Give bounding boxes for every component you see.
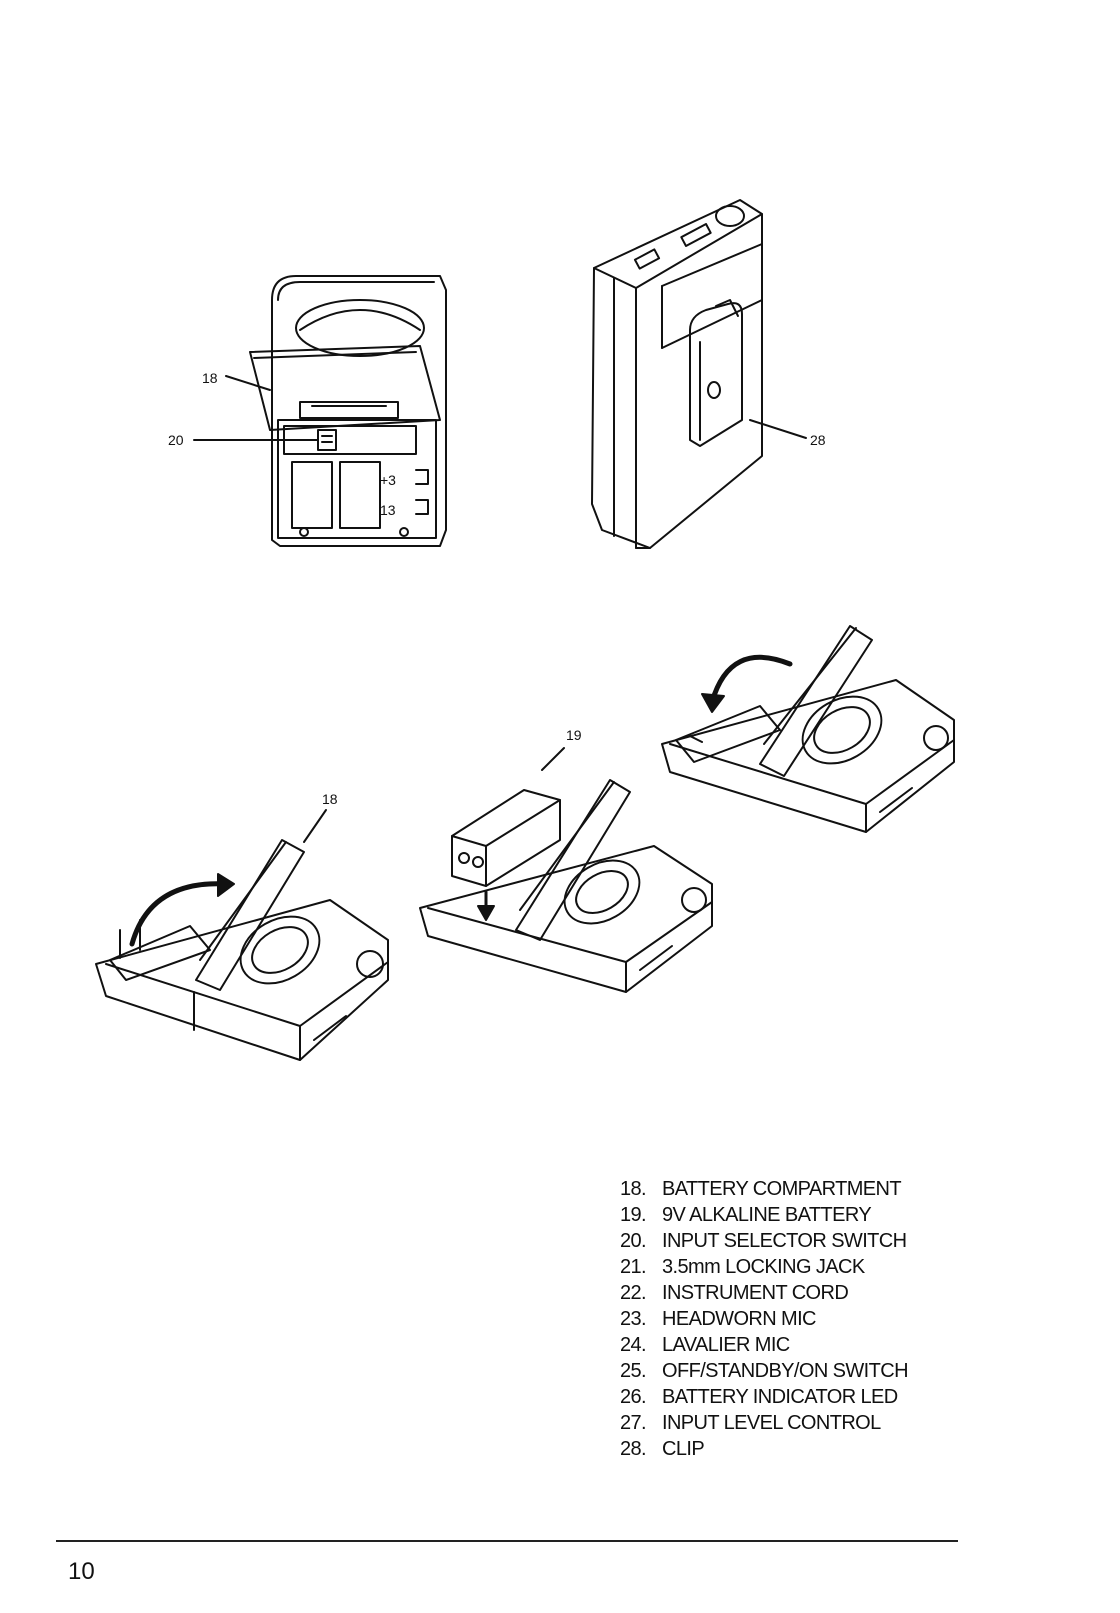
part-label: INSTRUMENT CORD [662, 1282, 848, 1304]
figure-rear-clip [592, 200, 762, 548]
part-label: BATTERY COMPARTMENT [662, 1178, 901, 1200]
part-label: 3.5mm LOCKING JACK [662, 1256, 865, 1278]
parts-list-item: 21.3.5mm LOCKING JACK [620, 1254, 908, 1280]
part-number: 23. [620, 1306, 662, 1332]
parts-list-item: 28.CLIP [620, 1436, 908, 1462]
polarity-minus-label: 13 [380, 502, 396, 518]
page-number: 10 [68, 1558, 95, 1586]
part-label: 9V ALKALINE BATTERY [662, 1204, 871, 1226]
part-label: HEADWORN MIC [662, 1308, 816, 1330]
callout-18-a: 18 [202, 370, 218, 386]
leader-18-a [226, 376, 270, 390]
figure-opening-door [96, 840, 388, 1060]
parts-list-item: 22.INSTRUMENT CORD [620, 1280, 908, 1306]
parts-list-item: 20.INPUT SELECTOR SWITCH [620, 1228, 908, 1254]
leader-28 [750, 420, 806, 438]
callout-20: 20 [168, 432, 184, 448]
parts-list-item: 19.9V ALKALINE BATTERY [620, 1202, 908, 1228]
part-number: 20. [620, 1228, 662, 1254]
parts-list-item: 18.BATTERY COMPARTMENT [620, 1176, 908, 1202]
part-label: CLIP [662, 1438, 704, 1460]
transmitter-illustrations: 18 20 +3 13 28 [0, 0, 1120, 1540]
parts-list-item: 27.INPUT LEVEL CONTROL [620, 1410, 908, 1436]
part-number: 27. [620, 1410, 662, 1436]
part-number: 18. [620, 1176, 662, 1202]
part-label: LAVALIER MIC [662, 1334, 790, 1356]
leader-18-b [304, 810, 326, 842]
callout-18-b: 18 [322, 791, 338, 807]
part-label: INPUT SELECTOR SWITCH [662, 1230, 906, 1252]
parts-list-item: 25.OFF/STANDBY/ON SWITCH [620, 1358, 908, 1384]
polarity-plus-label: +3 [380, 472, 396, 488]
parts-list-item: 26.BATTERY INDICATOR LED [620, 1384, 908, 1410]
parts-list-item: 23.HEADWORN MIC [620, 1306, 908, 1332]
part-label: INPUT LEVEL CONTROL [662, 1412, 881, 1434]
parts-list: 18.BATTERY COMPARTMENT 19.9V ALKALINE BA… [620, 1176, 908, 1462]
part-number: 25. [620, 1358, 662, 1384]
part-label: BATTERY INDICATOR LED [662, 1386, 898, 1408]
callout-28: 28 [810, 432, 826, 448]
figure-closing-door [662, 626, 954, 832]
parts-list-item: 24.LAVALIER MIC [620, 1332, 908, 1358]
part-number: 22. [620, 1280, 662, 1306]
part-number: 19. [620, 1202, 662, 1228]
figure-open-compartment [250, 276, 446, 546]
callout-19: 19 [566, 727, 582, 743]
leader-19 [542, 748, 564, 770]
part-label: OFF/STANDBY/ON SWITCH [662, 1360, 908, 1382]
part-number: 21. [620, 1254, 662, 1280]
figure-insert-battery [420, 780, 712, 992]
part-number: 28. [620, 1436, 662, 1462]
part-number: 26. [620, 1384, 662, 1410]
footer-rule [56, 1540, 958, 1542]
part-number: 24. [620, 1332, 662, 1358]
